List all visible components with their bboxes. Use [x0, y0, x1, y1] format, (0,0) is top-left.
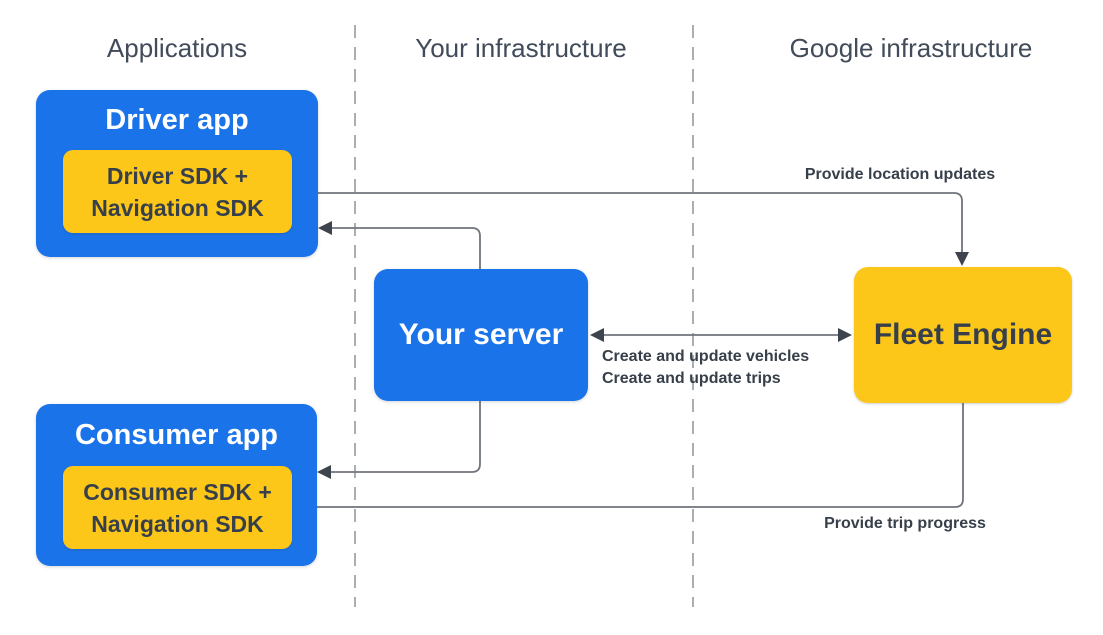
- driver-sdk-label-line2: Navigation SDK: [91, 194, 264, 221]
- arrowhead-into-consumer-app: [317, 465, 331, 479]
- column-header-applications: Applications: [106, 32, 248, 63]
- label-provide-trip-progress: Provide trip progress: [824, 515, 986, 532]
- label-create-update-trips: Create and update trips: [602, 370, 781, 387]
- arrowhead-into-your-server: [590, 328, 604, 342]
- arrowhead-into-fleet-engine-left: [838, 328, 852, 342]
- edge-your-server-to-driver-app: [331, 227, 481, 269]
- column-header-google-infrastructure: Google infrastructure: [789, 32, 1033, 63]
- fleet-engine-title: Fleet Engine: [873, 318, 1053, 351]
- label-provide-location-updates: Provide location updates: [804, 166, 996, 183]
- arrowhead-into-fleet-engine-top: [955, 252, 969, 266]
- label-create-update-vehicles: Create and update vehicles: [602, 348, 810, 365]
- driver-app-title: Driver app: [105, 103, 249, 136]
- node-your-server: [374, 269, 588, 401]
- driver-sdk-label-line1: Driver SDK +: [106, 162, 249, 189]
- label-create-and-update: Create and update vehicles Create and up…: [602, 346, 809, 390]
- node-consumer-sdk: Consumer SDK + Navigation SDK: [63, 466, 292, 549]
- edge-driver-sdk-to-fleet-engine: [292, 192, 963, 254]
- edge-your-server-to-consumer-app: [330, 401, 481, 473]
- node-fleet-engine: [854, 267, 1072, 403]
- edge-fleet-engine-to-consumer-sdk: [306, 403, 964, 508]
- node-driver-sdk: Driver SDK + Navigation SDK: [63, 150, 292, 233]
- your-server-title: Your server: [398, 318, 564, 351]
- column-header-your-infrastructure: Your infrastructure: [415, 32, 627, 63]
- consumer-sdk-label-line2: Navigation SDK: [91, 510, 264, 537]
- arrowhead-into-driver-app: [318, 221, 332, 235]
- consumer-app-title: Consumer app: [74, 418, 279, 451]
- consumer-sdk-label-line1: Consumer SDK +: [83, 478, 272, 505]
